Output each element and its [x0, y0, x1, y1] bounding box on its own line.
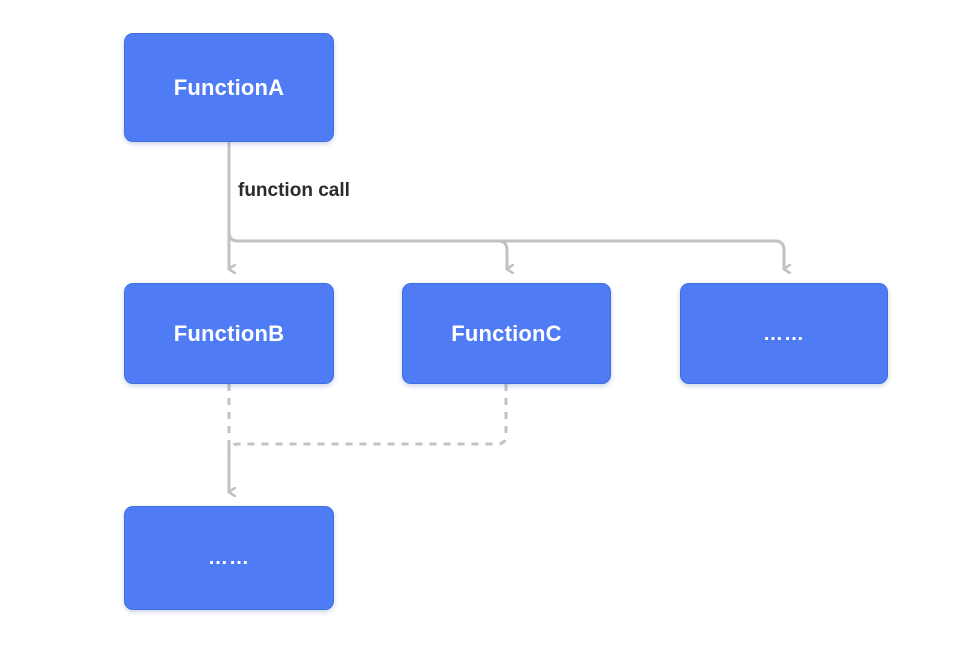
- node-function-b-label: FunctionB: [173, 320, 285, 346]
- edge-a-to-c: [227, 231, 507, 269]
- node-more-children[interactable]: ……: [124, 506, 334, 610]
- node-more-siblings-label: ……: [763, 322, 805, 345]
- node-more-siblings[interactable]: ……: [680, 283, 888, 384]
- node-more-children-label: ……: [208, 547, 250, 569]
- node-function-c-label: FunctionC: [451, 320, 562, 346]
- node-function-b[interactable]: FunctionB: [124, 283, 334, 384]
- edge-label-function-call: function call: [238, 180, 350, 201]
- node-function-c[interactable]: FunctionC: [402, 283, 611, 384]
- node-function-a-label: FunctionA: [173, 74, 285, 100]
- edge-a-to-more-siblings: [238, 239, 786, 269]
- node-function-a[interactable]: FunctionA: [124, 33, 334, 142]
- edge-c-to-more-children: [227, 384, 508, 462]
